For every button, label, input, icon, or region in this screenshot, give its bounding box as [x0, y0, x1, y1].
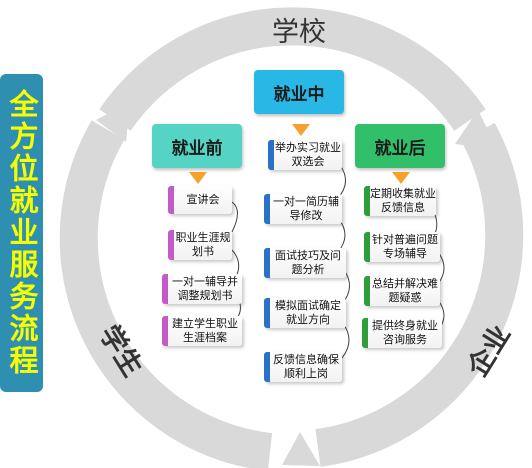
step-during-5: 反馈信息确保顺利上岗 [264, 352, 342, 382]
step-before-4: 建立学生职业生涯档案 [162, 316, 242, 346]
step-during-2: 一对一简历辅导修改 [264, 194, 342, 224]
arrow-down-icon [189, 172, 207, 184]
stage-header-before: 就业前 [152, 124, 242, 168]
arrow-down-icon [392, 172, 410, 184]
step-before-3: 一对一辅导并调整规划书 [162, 274, 242, 304]
ring-arrow-head-3 [96, 102, 130, 142]
page-title-box: 全方位就业服务流程 [0, 74, 43, 392]
step-after-4: 提供终身就业咨询服务 [362, 318, 442, 348]
ring-arc-student [59, 120, 273, 468]
step-before-2: 职业生涯规划书 [168, 230, 232, 260]
step-during-1: 举办实习就业双选会 [268, 140, 342, 170]
ring-arc-school [99, 7, 486, 131]
step-after-3: 总结并解决难题疑惑 [364, 276, 440, 306]
ring-arrow-head-1 [455, 110, 498, 150]
step-during-3: 面试技巧及问题分析 [264, 248, 346, 278]
ring-label-school: 学校 [272, 17, 326, 48]
ring-arrow-head-2 [282, 432, 320, 466]
page-title: 全方位就业服务流程 [5, 89, 39, 377]
stage-header-during: 就业中 [254, 70, 344, 114]
ring-arc-enterprise [315, 122, 524, 467]
arrow-down-icon [292, 124, 310, 136]
step-before-1: 宣讲会 [168, 186, 232, 214]
step-after-1: 定期收集就业反馈信息 [364, 186, 436, 216]
step-during-4: 模拟面试确定就业方向 [264, 298, 346, 328]
stage-header-after: 就业后 [355, 124, 445, 168]
step-after-2: 针对普遍问题专场辅导 [364, 232, 440, 262]
